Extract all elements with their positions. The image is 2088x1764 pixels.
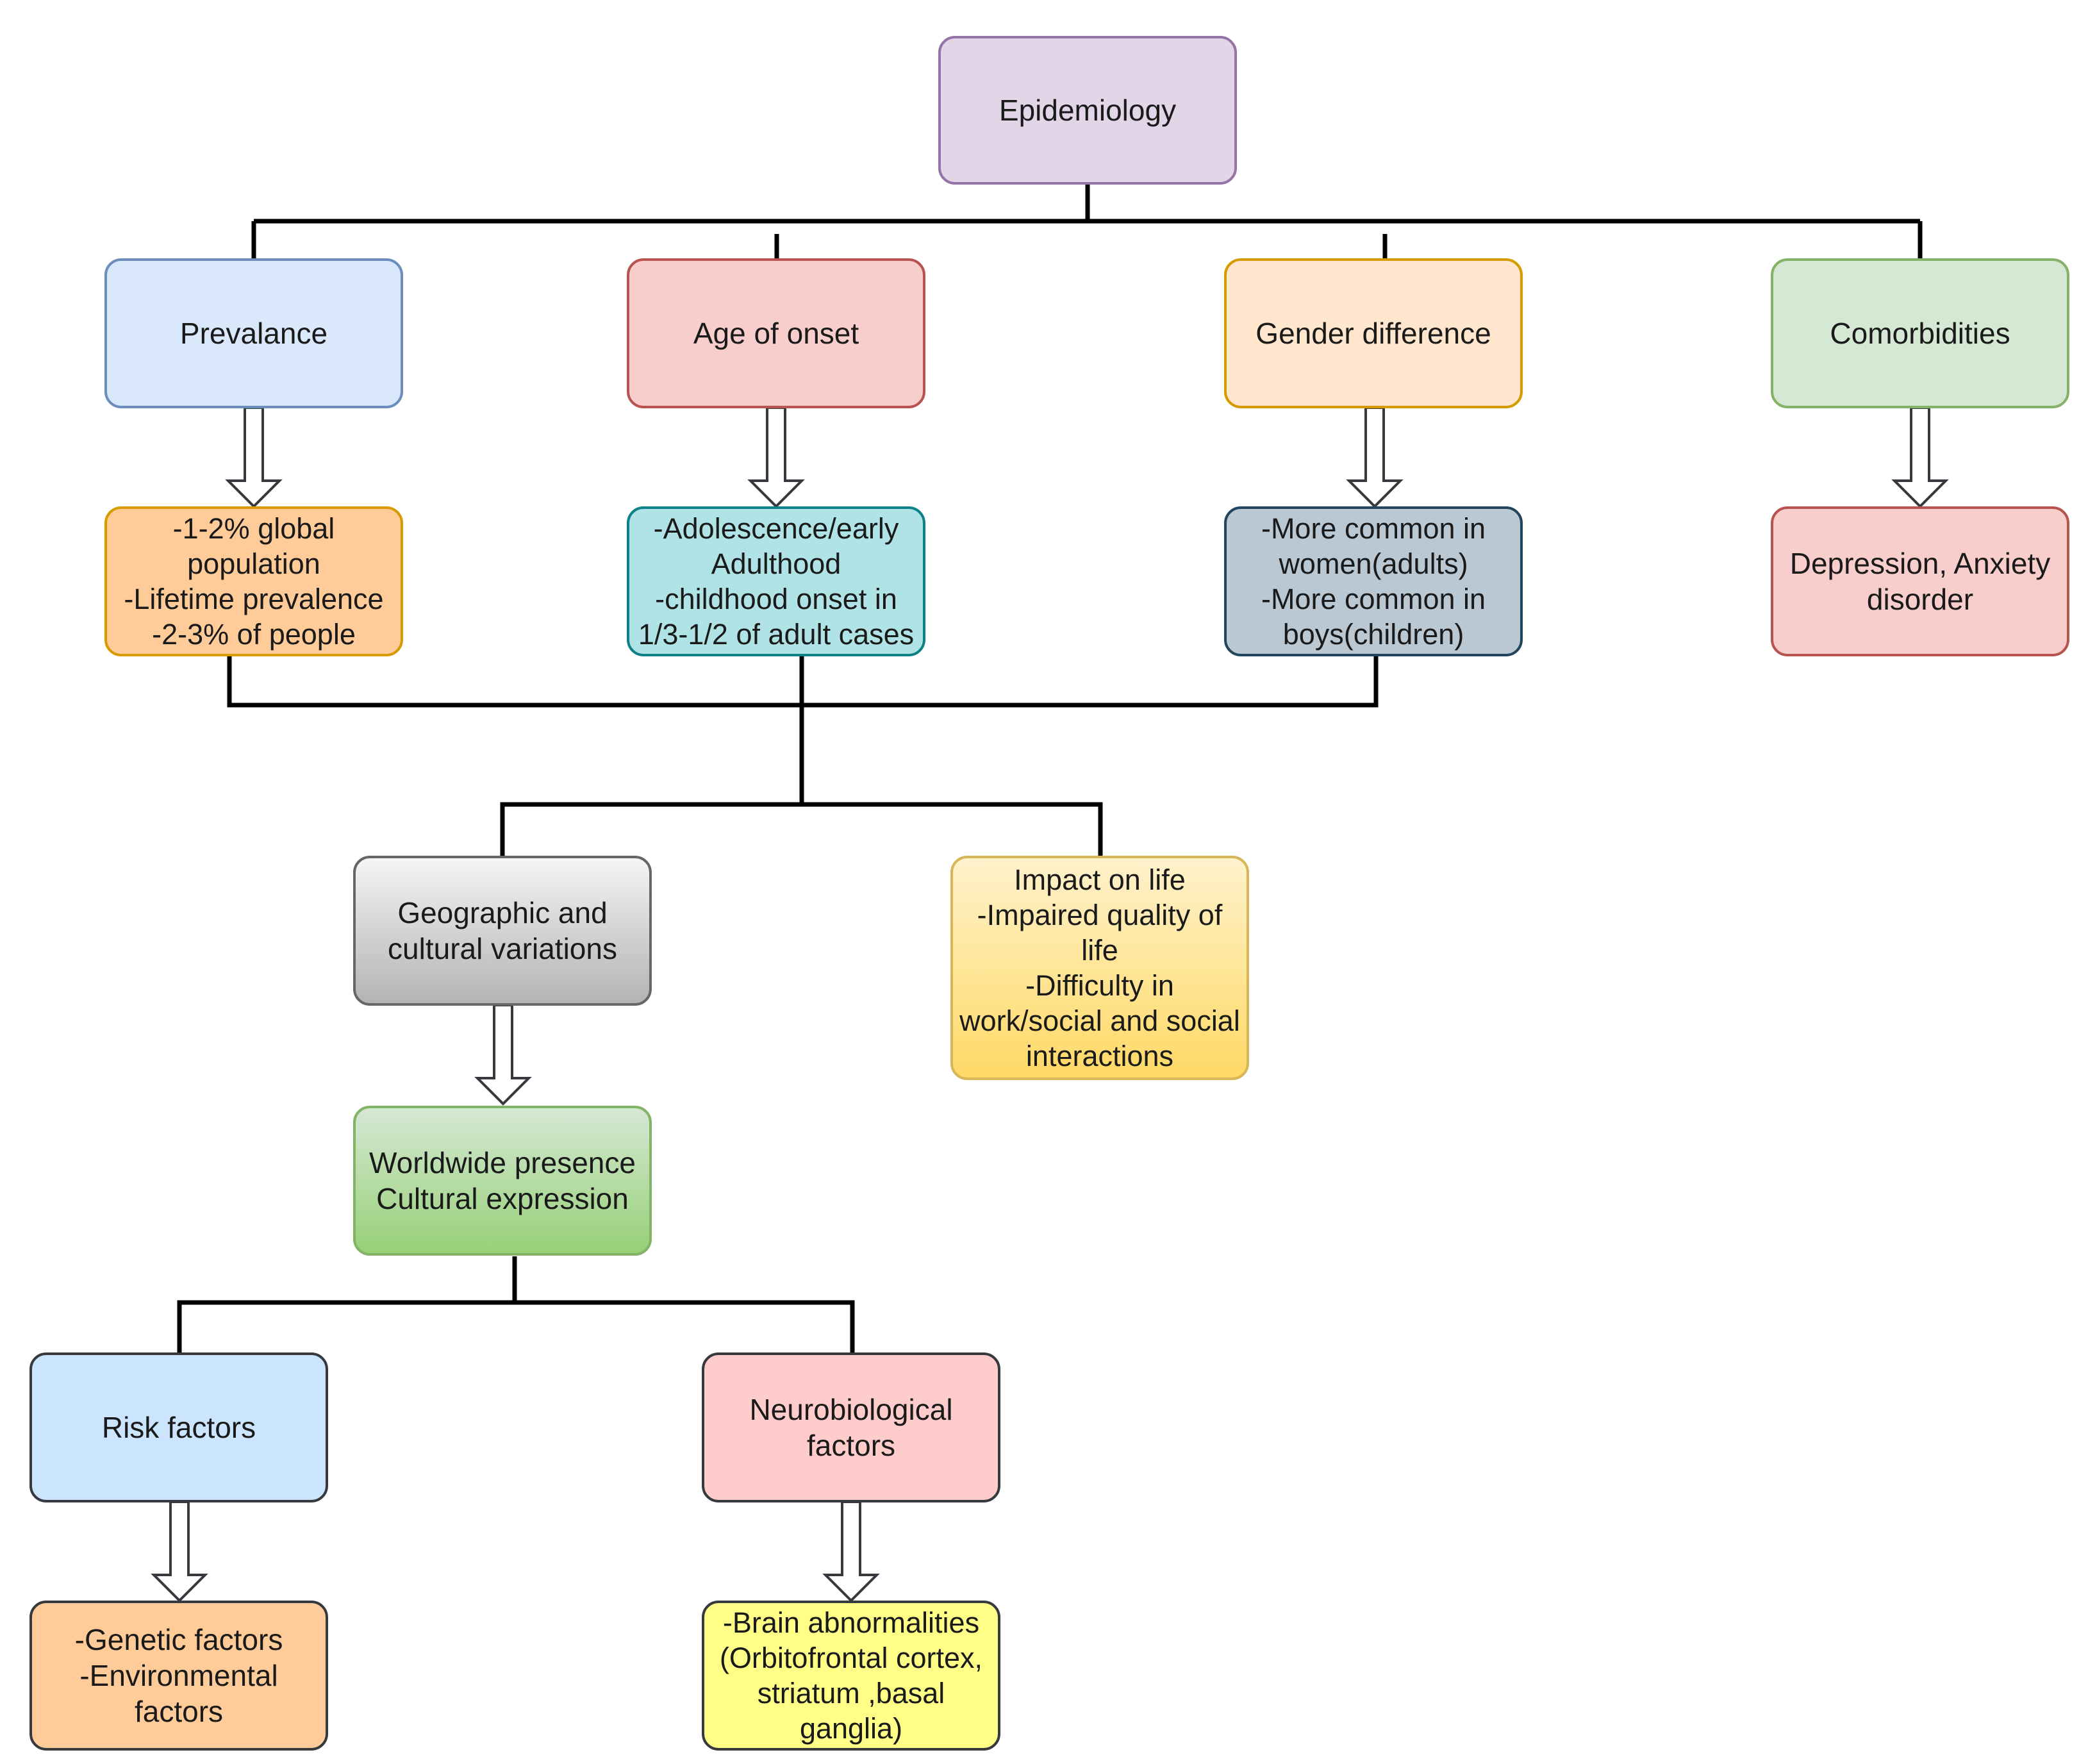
age-detail-text: -Adolescence/early Adulthood -childhood … xyxy=(638,512,915,651)
neuro-detail-node: -Brain abnormalities (Orbitofrontal cort… xyxy=(702,1601,1000,1751)
risk-detail-text: -Genetic factors -Environmental factors xyxy=(74,1623,283,1728)
neurobiological-factors-node: Neurobiological factors xyxy=(702,1352,1000,1502)
risk-detail-node: -Genetic factors -Environmental factors xyxy=(29,1601,328,1751)
arrow-age-down xyxy=(747,406,805,508)
worldwide-presence-node: Worldwide presence Cultural expression xyxy=(353,1106,652,1256)
comorbidities-detail-node: Depression, Anxiety disorder xyxy=(1771,506,2069,656)
connector-level2-bus xyxy=(500,802,1103,858)
arrow-gender-down xyxy=(1346,406,1404,508)
age-of-onset-node: Age of onset xyxy=(627,258,925,408)
arrow-comorbidities-down xyxy=(1891,406,1949,508)
comorbidities-detail-text: Depression, Anxiety disorder xyxy=(1789,547,2051,616)
gender-detail-text: -More common in women(adults) -More comm… xyxy=(1261,512,1486,651)
gender-difference-label: Gender difference xyxy=(1255,317,1491,350)
age-of-onset-label: Age of onset xyxy=(693,317,859,350)
impact-on-life-text: Impact on life -Impaired quality of life… xyxy=(959,863,1240,1072)
gender-difference-node: Gender difference xyxy=(1224,258,1523,408)
comorbidities-label: Comorbidities xyxy=(1830,317,2010,350)
impact-on-life-node: Impact on life -Impaired quality of life… xyxy=(950,856,1249,1080)
arrow-geographic-down xyxy=(474,1004,532,1106)
neurobiological-factors-label: Neurobiological factors xyxy=(749,1393,953,1462)
prevalance-label: Prevalance xyxy=(179,317,328,350)
arrow-prevalance-down xyxy=(225,406,283,508)
arrow-neuro-down xyxy=(822,1501,880,1602)
prevalance-node: Prevalance xyxy=(104,258,403,408)
geographic-variations-node: Geographic and cultural variations xyxy=(353,856,652,1006)
arrow-risk-down xyxy=(151,1501,208,1602)
comorbidities-node: Comorbidities xyxy=(1771,258,2069,408)
epidemiology-node: Epidemiology xyxy=(938,36,1237,185)
prevalance-detail-text: -1-2% global population -Lifetime preval… xyxy=(124,512,384,651)
prevalance-detail-node: -1-2% global population -Lifetime preval… xyxy=(104,506,403,656)
risk-factors-label: Risk factors xyxy=(101,1411,256,1444)
gender-detail-node: -More common in women(adults) -More comm… xyxy=(1224,506,1523,656)
connector-level3-bus xyxy=(177,1300,855,1352)
risk-factors-node: Risk factors xyxy=(29,1352,328,1502)
geographic-variations-label: Geographic and cultural variations xyxy=(388,896,617,965)
age-detail-node: -Adolescence/early Adulthood -childhood … xyxy=(627,506,925,656)
neuro-detail-text: -Brain abnormalities (Orbitofrontal cort… xyxy=(719,1606,983,1745)
worldwide-presence-text: Worldwide presence Cultural expression xyxy=(369,1146,636,1215)
epidemiology-label: Epidemiology xyxy=(998,94,1177,127)
